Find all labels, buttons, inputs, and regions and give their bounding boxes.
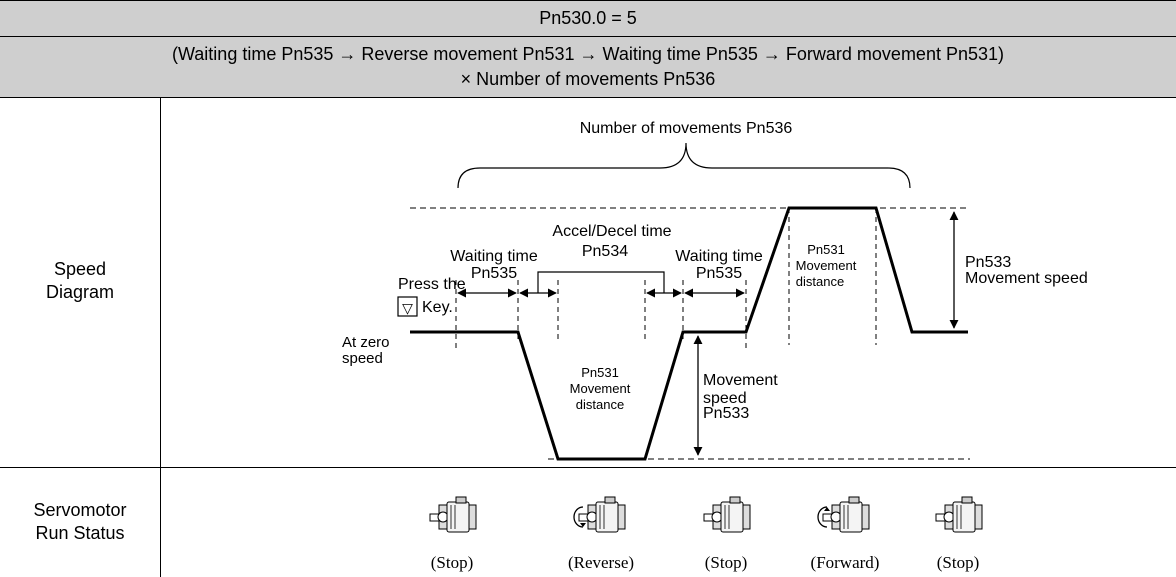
accel-decel-bracket — [537, 271, 665, 293]
parameter-setting-title: Pn530.0 = 5 — [539, 8, 637, 28]
table-header-title: Pn530.0 = 5 — [0, 0, 1176, 37]
waiting-time-label-b-2: Pn535 — [696, 265, 742, 282]
down-key-icon: ▽ — [402, 300, 413, 316]
reverse-distance-label-2: Movement — [570, 381, 631, 396]
reverse-speed-label-1: Movement — [703, 372, 778, 389]
waiting-time-label-a-1: Waiting time — [450, 248, 538, 265]
forward-distance-label-3: distance — [796, 274, 844, 289]
row-label-line: Servomotor — [33, 500, 127, 520]
press-the-label: Press the — [398, 276, 466, 293]
sequence-line-1: (Waiting time Pn535 → Reverse movement P… — [171, 44, 1005, 64]
accel-decel-label-1: Accel/Decel time — [552, 223, 671, 240]
forward-distance-label-1: Pn531 — [807, 242, 845, 257]
reverse-distance-label-3: distance — [576, 397, 624, 412]
forward-speed-label-2: Movement speed — [965, 270, 1088, 287]
row-divider — [0, 467, 1176, 468]
key-label: Key. — [422, 299, 453, 316]
run-status-row-label: Servomotor Run Status — [0, 499, 160, 545]
forward-speed-label-1: Pn533 — [965, 254, 1011, 271]
waiting-time-label-b-1: Waiting time — [675, 248, 763, 265]
row-label-line: Run Status — [35, 523, 125, 543]
sequence-line-2: × Number of movements Pn536 — [460, 69, 716, 89]
accel-decel-label-2: Pn534 — [582, 243, 628, 260]
row-label-line: Speed — [53, 259, 107, 279]
speed-profile-line — [410, 206, 968, 461]
reverse-speed-label-3: Pn533 — [703, 405, 749, 422]
servomotor-icon — [935, 496, 983, 533]
speed-diagram-row-label: Speed Diagram — [0, 258, 160, 304]
servomotor-icon — [703, 496, 751, 533]
status-label: (Forward) — [811, 553, 880, 572]
servomotor-reverse-icon — [573, 496, 626, 533]
servomotor-forward-icon — [817, 496, 870, 533]
movements-brace — [457, 142, 911, 189]
at-zero-speed-label-2: speed — [342, 350, 383, 367]
status-label: (Stop) — [705, 553, 748, 572]
at-zero-speed-label-1: At zero — [342, 334, 390, 351]
status-label: (Stop) — [937, 553, 980, 572]
down-key-box — [397, 296, 418, 317]
table-header-sequence: (Waiting time Pn535 → Reverse movement P… — [0, 37, 1176, 98]
status-label: (Stop) — [431, 553, 474, 572]
row-label-line: Diagram — [45, 282, 115, 302]
reverse-distance-label-1: Pn531 — [581, 365, 619, 380]
servomotor-icon — [429, 496, 477, 533]
status-label: (Reverse) — [568, 553, 634, 572]
forward-distance-label-2: Movement — [796, 258, 857, 273]
column-divider — [160, 98, 161, 577]
reverse-speed-label-2: speed — [703, 390, 747, 407]
number-of-movements-label: Number of movements Pn536 — [580, 120, 793, 137]
waiting-time-label-a-2: Pn535 — [471, 265, 517, 282]
